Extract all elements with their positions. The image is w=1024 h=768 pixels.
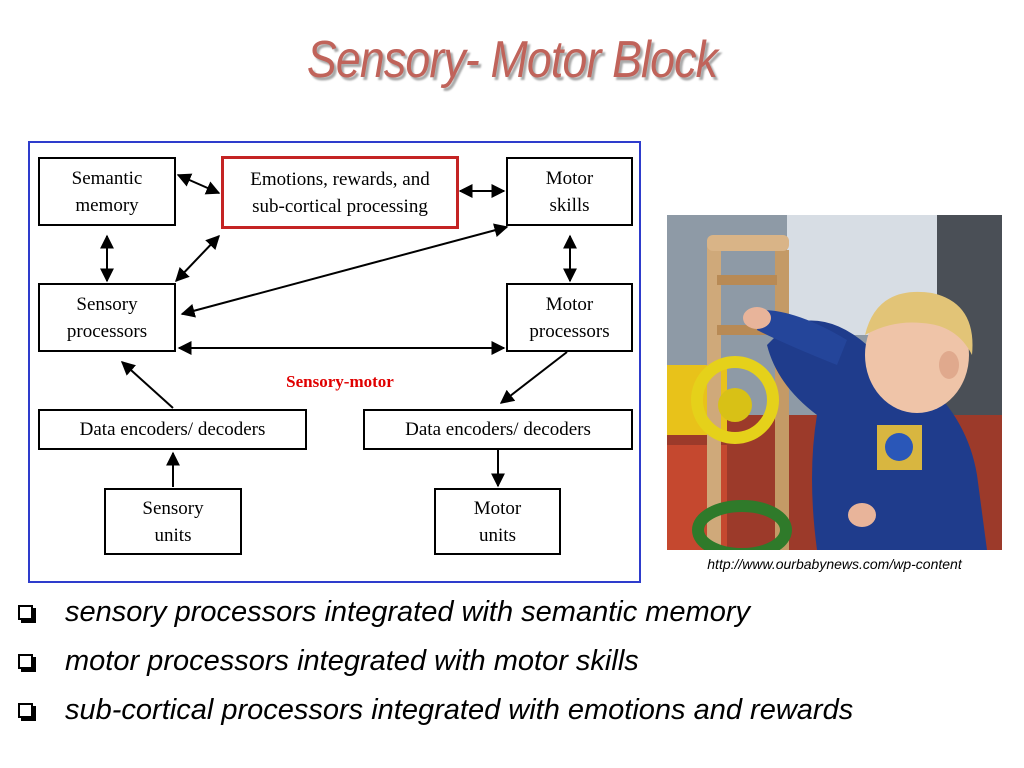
arrow-motor-proc-enc-right bbox=[499, 351, 568, 404]
photo-caption: http://www.ourbabynews.com/wp-content bbox=[707, 556, 962, 572]
baby-photo bbox=[667, 215, 1002, 550]
bullet-item: motor processors integrated with motor s… bbox=[18, 637, 1018, 686]
checkbox-bullet-icon bbox=[18, 703, 33, 718]
diagram-arrows bbox=[100, 173, 577, 488]
bullet-list: sensory processors integrated with seman… bbox=[18, 588, 1018, 735]
checkbox-bullet-icon bbox=[18, 654, 33, 669]
arrow-emotions-sensory bbox=[175, 234, 220, 283]
slide-title: Sensory- Motor Block bbox=[306, 31, 718, 89]
bullet-item: sensory processors integrated with seman… bbox=[18, 588, 1018, 637]
bullet-item: sub-cortical processors integrated with … bbox=[18, 686, 1018, 735]
checkbox-bullet-icon bbox=[18, 605, 33, 620]
box-data-encoders-left: Data encoders/ decoders bbox=[38, 409, 307, 450]
arrow-semantic-emotions bbox=[176, 173, 221, 195]
box-data-encoders-right: Data encoders/ decoders bbox=[363, 409, 633, 450]
arrow-enc-left-sensory bbox=[120, 361, 174, 409]
sensory-motor-label: Sensory-motor bbox=[286, 372, 394, 391]
arrow-motor-skills-sensory bbox=[180, 223, 509, 318]
